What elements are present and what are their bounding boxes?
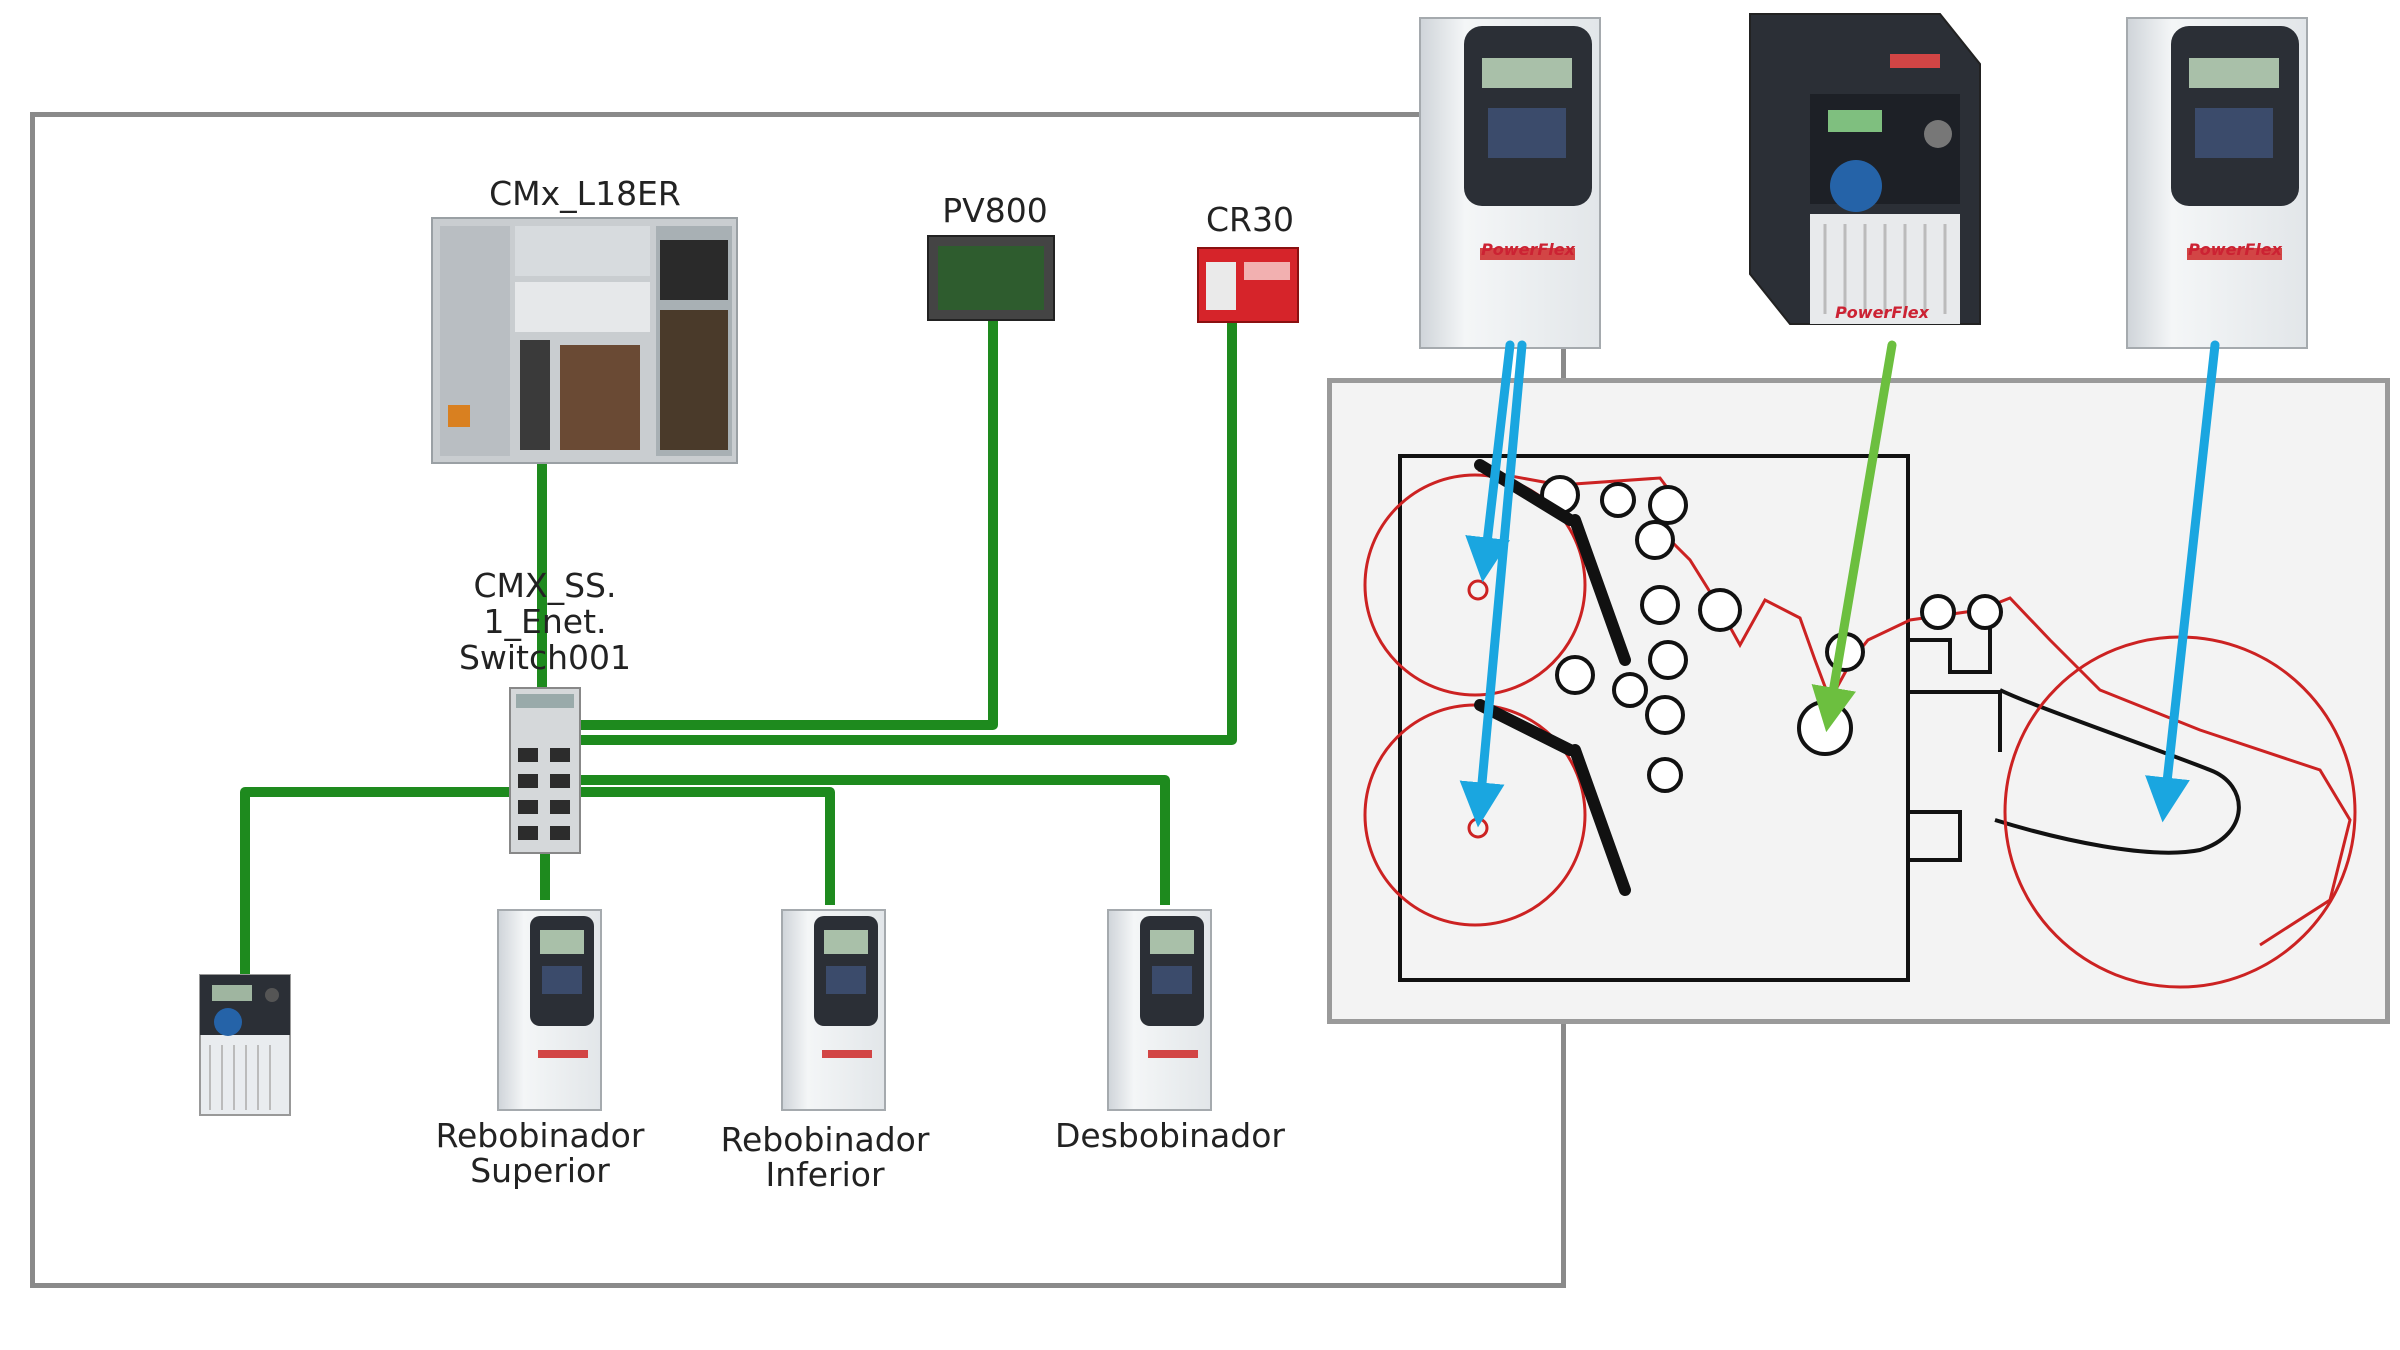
hmi-pv800 bbox=[927, 235, 1055, 321]
arrow-to-puller-roller bbox=[1811, 340, 1897, 733]
drive-desbobinador-label: Desbobinador bbox=[1054, 1116, 1285, 1155]
drive-puxador-image bbox=[199, 974, 291, 1116]
control-arrows bbox=[1459, 340, 2220, 828]
network-links bbox=[240, 318, 1237, 980]
drive-rebob-inferior-label-1: Rebobinador bbox=[720, 1120, 930, 1159]
arrow-to-upper-reel bbox=[1465, 340, 1515, 583]
drive-rebob-superior-image bbox=[497, 909, 602, 1111]
link-switch-rebob-inferior bbox=[580, 787, 835, 905]
switch-label-line3: Switch001 bbox=[458, 638, 632, 677]
upper-rewind-reel bbox=[1363, 473, 1587, 697]
machine-schematic bbox=[1363, 454, 2357, 989]
controller-cmx-l18er bbox=[431, 217, 738, 464]
safety-relay-cr30 bbox=[1197, 247, 1299, 323]
link-hmi-switch bbox=[580, 318, 998, 730]
brand-mark-top-left: PowerFlex bbox=[1481, 240, 1575, 259]
drive-rebob-inferior-label-2: Inferior bbox=[765, 1155, 885, 1194]
top-drive-middle-image bbox=[1749, 13, 1981, 325]
ethernet-switch bbox=[509, 687, 581, 854]
safety-relay-label: CR30 bbox=[1206, 200, 1294, 239]
arrow-to-unwind-reel bbox=[2145, 340, 2220, 823]
controller-label: CMx_L18ER bbox=[489, 174, 681, 213]
brand-mark-top-right: PowerFlex bbox=[2188, 240, 2282, 259]
hmi-label: PV800 bbox=[942, 191, 1048, 230]
switch-label-line1: CMX_SS. bbox=[473, 566, 617, 605]
drive-desbobinador-image bbox=[1107, 909, 1212, 1111]
link-switch-puxador bbox=[240, 787, 510, 980]
top-drive-right-image bbox=[2126, 17, 2308, 349]
web-path bbox=[1477, 468, 2352, 947]
link-switch-desbobinador bbox=[580, 775, 1170, 905]
arrow-to-lower-reel bbox=[1459, 340, 1527, 828]
drive-rebob-inferior-image bbox=[781, 909, 886, 1111]
top-drive-left-image bbox=[1419, 17, 1601, 349]
drive-rebob-superior-label-1: Rebobinador bbox=[435, 1116, 645, 1155]
link-cr30-switch bbox=[580, 322, 1237, 745]
drive-rebob-superior-label-2: Superior bbox=[470, 1151, 610, 1190]
brand-mark-top-middle: PowerFlex bbox=[1835, 303, 1929, 322]
switch-label-line2: 1_Enet. bbox=[483, 602, 607, 641]
